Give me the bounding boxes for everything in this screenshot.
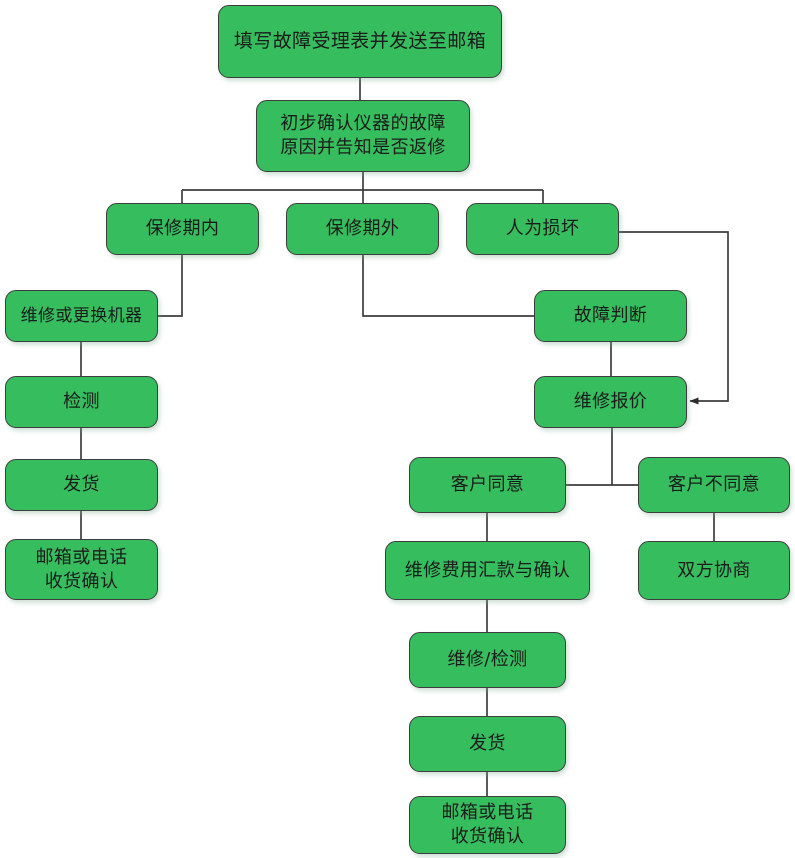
flow-node[interactable]: 维修或更换机器 bbox=[5, 290, 158, 342]
flow-node[interactable]: 维修报价 bbox=[534, 376, 687, 428]
flow-node-label: 故障判断 bbox=[573, 305, 648, 327]
flow-node-label: 双方协商 bbox=[677, 559, 751, 581]
flow-node-label: 邮箱或电话 收货确认 bbox=[441, 802, 534, 847]
flow-node-label: 初步确认仪器的故障 原因并告知是否返修 bbox=[280, 113, 446, 158]
connector-group bbox=[80, 78, 729, 796]
flow-node[interactable]: 保修期内 bbox=[106, 203, 259, 255]
flow-node-label: 填写故障受理表并发送至邮箱 bbox=[233, 29, 487, 52]
flow-node[interactable]: 维修/检测 bbox=[409, 632, 566, 688]
flow-node[interactable]: 保修期外 bbox=[286, 203, 439, 255]
flow-node-label: 客户不同意 bbox=[668, 474, 760, 496]
flow-node[interactable]: 发货 bbox=[409, 716, 566, 772]
flow-node-label: 保修期外 bbox=[325, 218, 400, 240]
flow-node[interactable]: 客户同意 bbox=[409, 457, 566, 513]
flow-node[interactable]: 人为损坏 bbox=[466, 203, 619, 255]
flow-node[interactable]: 发货 bbox=[5, 459, 158, 511]
flow-node-label: 发货 bbox=[63, 474, 100, 496]
flow-node[interactable]: 邮箱或电话 收货确认 bbox=[5, 539, 158, 600]
flow-node[interactable]: 填写故障受理表并发送至邮箱 bbox=[218, 5, 502, 78]
flow-node-label: 人为损坏 bbox=[505, 218, 580, 240]
flow-node[interactable]: 双方协商 bbox=[638, 541, 790, 600]
flow-node[interactable]: 客户不同意 bbox=[638, 457, 790, 513]
flow-node-label: 保修期内 bbox=[145, 218, 220, 240]
flow-connector bbox=[158, 255, 183, 317]
flow-node[interactable]: 初步确认仪器的故障 原因并告知是否返修 bbox=[256, 100, 470, 172]
flow-node[interactable]: 检测 bbox=[5, 376, 158, 428]
flow-node-label: 客户同意 bbox=[450, 474, 525, 496]
flow-node[interactable]: 维修费用汇款与确认 bbox=[385, 541, 590, 600]
flow-node-label: 检测 bbox=[63, 391, 100, 413]
flow-node-label: 维修报价 bbox=[573, 391, 648, 413]
flow-connector bbox=[362, 255, 534, 317]
flow-node-label: 维修费用汇款与确认 bbox=[404, 559, 571, 581]
flow-node-label: 邮箱或电话 收货确认 bbox=[35, 546, 128, 592]
flow-node-label: 维修/检测 bbox=[447, 649, 528, 671]
flow-node[interactable]: 故障判断 bbox=[534, 290, 687, 342]
flow-node[interactable]: 邮箱或电话 收货确认 bbox=[409, 796, 566, 854]
flow-node-label: 发货 bbox=[469, 733, 506, 755]
flow-node-label: 维修或更换机器 bbox=[20, 305, 143, 326]
